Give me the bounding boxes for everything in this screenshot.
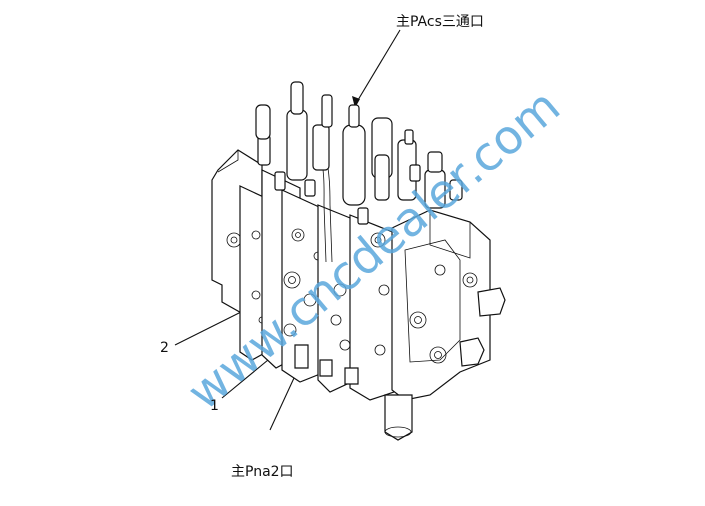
leader-top-port [354,29,401,106]
top-port-label: 主PAcs三通口 [396,14,484,30]
callout-1: 1 [210,398,219,414]
leader-callout-2 [174,309,246,346]
valve-assembly [211,81,506,441]
right-fitting-lower [459,337,485,367]
bottom-fitting-2 [344,367,359,385]
callout-2: 2 [160,340,169,356]
bottom-fitting-3 [319,359,333,377]
leader-callout-1 [221,359,269,399]
leader-top-arrow [352,96,360,108]
top-cartridges [255,81,463,225]
bottom-port-label: 主Pna2口 [231,464,294,480]
bottom-fitting-1 [294,344,309,369]
bottom-spool [384,394,413,441]
leader-lines [174,29,401,431]
right-fitting-upper [477,287,506,317]
